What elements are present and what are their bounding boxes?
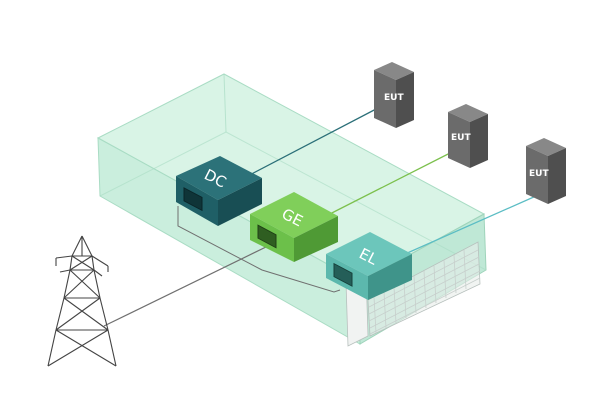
el-unit: EL	[326, 232, 412, 300]
power-tower-icon	[47, 235, 117, 367]
wire-el-eut	[395, 195, 537, 259]
eut-1-label: EUT	[384, 93, 404, 103]
dc-unit: DC	[176, 156, 262, 226]
eut-2-label: EUT	[451, 133, 471, 143]
eut-1: EUT	[374, 62, 414, 128]
wire-grid	[103, 245, 269, 327]
wires	[103, 107, 537, 327]
wire-internal	[177, 206, 341, 293]
wire-dc-eut	[239, 107, 379, 181]
wire-ge-eut	[317, 149, 457, 221]
eut-3: EUT	[526, 138, 566, 204]
eut-2: EUT	[448, 104, 488, 168]
eut-3-label: EUT	[529, 169, 549, 179]
ge-unit: GE	[250, 192, 338, 262]
